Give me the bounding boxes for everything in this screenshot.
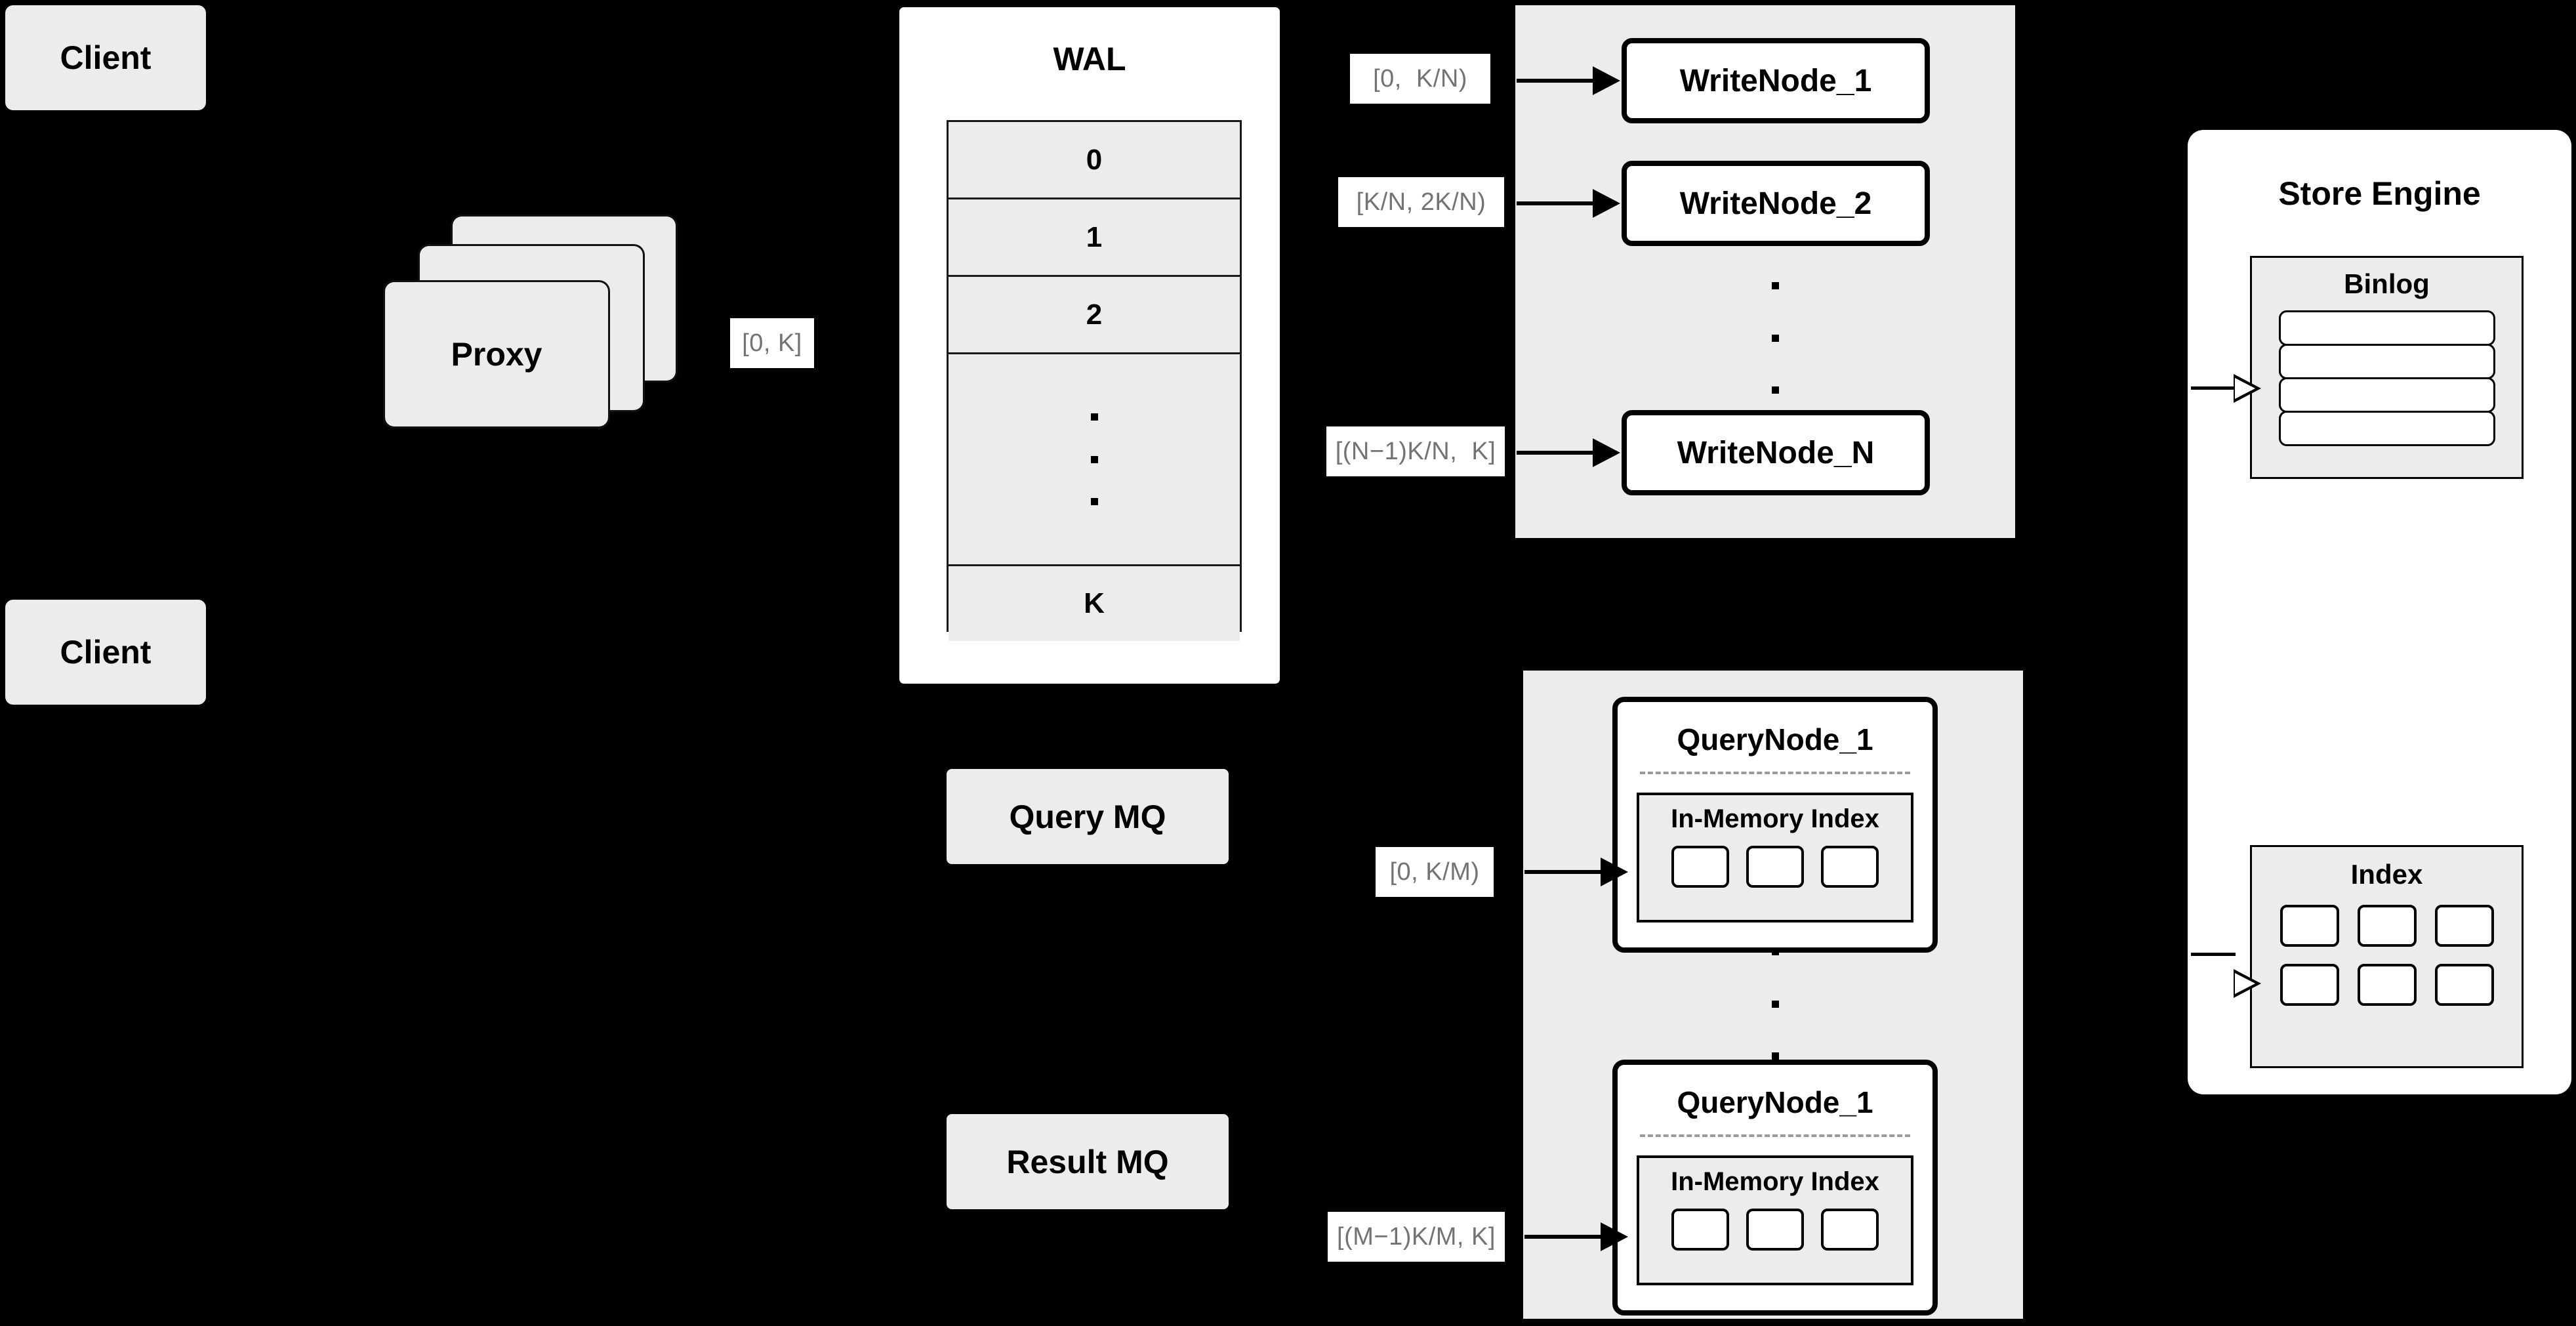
wal-row-label: 0 bbox=[1086, 143, 1103, 176]
index-slot bbox=[2434, 905, 2494, 947]
ellipsis-dot bbox=[1771, 334, 1779, 342]
edge-label-write-node-2-text: [K/N, 2K/N) bbox=[1356, 188, 1486, 216]
arrow-head-to-index bbox=[2234, 969, 2261, 998]
write-node-1[interactable]: WriteNode_1 bbox=[1622, 38, 1930, 123]
binlog-row bbox=[2278, 377, 2495, 413]
wal-title: WAL bbox=[1053, 41, 1126, 77]
arrow-head-to-query-node-m bbox=[1601, 1222, 1628, 1251]
result-mq-label: Result MQ bbox=[1006, 1143, 1169, 1180]
ellipsis-dot bbox=[1771, 948, 1779, 955]
edge-label-write-node-n-text: [(N−1)K/N, K] bbox=[1335, 437, 1496, 465]
ellipsis-dot bbox=[1771, 282, 1779, 289]
edge-label-proxy-to-wal: [0, K] bbox=[730, 318, 814, 368]
index-slot bbox=[2357, 964, 2417, 1006]
wal-panel: WAL 0 1 2 K bbox=[897, 5, 1282, 686]
client-node-1-label: Client bbox=[60, 39, 152, 76]
index-slot bbox=[1821, 846, 1879, 888]
wal-entry-table: 0 1 2 K bbox=[947, 120, 1242, 641]
ellipsis-dot bbox=[1771, 1052, 1779, 1060]
wal-row-label: K bbox=[1084, 587, 1105, 619]
client-node-2-label: Client bbox=[60, 634, 152, 671]
edge-label-write-node-2: [K/N, 2K/N) bbox=[1338, 177, 1504, 227]
index-slot bbox=[1671, 846, 1729, 888]
edge-label-proxy-to-wal-text: [0, K] bbox=[742, 329, 802, 357]
index-title: Index bbox=[2350, 859, 2423, 890]
query-node-1[interactable]: QueryNode_1 In-Memory Index bbox=[1612, 697, 1938, 953]
ellipsis-dot bbox=[1090, 455, 1098, 463]
edge-label-query-node-1-text: [0, K/M) bbox=[1389, 858, 1480, 886]
index-region: Index bbox=[2250, 845, 2524, 1068]
arrow-head-to-query-node-1 bbox=[1601, 858, 1628, 886]
ellipsis-dot bbox=[1771, 1000, 1779, 1008]
index-slot bbox=[2434, 964, 2494, 1006]
wal-row: K bbox=[949, 566, 1240, 641]
write-node-2[interactable]: WriteNode_2 bbox=[1622, 161, 1930, 246]
index-slot bbox=[1671, 1209, 1729, 1251]
wal-row: 0 bbox=[949, 122, 1240, 199]
edge-label-query-node-1: [0, K/M) bbox=[1376, 847, 1494, 897]
query-mq-label: Query MQ bbox=[1009, 798, 1166, 835]
query-mq-node[interactable]: Query MQ bbox=[947, 769, 1229, 864]
in-memory-index-m-title: In-Memory Index bbox=[1671, 1167, 1879, 1196]
arrow-head-to-write-node-1 bbox=[1593, 66, 1620, 95]
query-cluster-ellipsis bbox=[1768, 948, 1782, 1060]
query-node-m-title: QueryNode_1 bbox=[1677, 1085, 1873, 1119]
query-node-m-separator bbox=[1639, 1134, 1911, 1137]
index-slot bbox=[1746, 846, 1804, 888]
ellipsis-dot bbox=[1090, 413, 1098, 421]
arrow-line-to-query-node-1 bbox=[1524, 870, 1602, 874]
arrow-head-to-write-node-2 bbox=[1593, 189, 1620, 218]
write-node-1-label: WriteNode_1 bbox=[1679, 63, 1872, 98]
ellipsis-dot bbox=[1771, 386, 1779, 394]
edge-label-query-node-m-text: [(M−1)K/M, K] bbox=[1337, 1222, 1496, 1251]
index-slot bbox=[1821, 1209, 1879, 1251]
index-slot bbox=[2280, 905, 2339, 947]
in-memory-index-m: In-Memory Index bbox=[1637, 1155, 1913, 1285]
store-engine-panel: Store Engine Binlog Index bbox=[2188, 130, 2571, 1094]
edge-label-query-node-m: [(M−1)K/M, K] bbox=[1328, 1212, 1505, 1262]
proxy-node[interactable]: Proxy bbox=[385, 282, 608, 426]
binlog-region: Binlog bbox=[2250, 256, 2524, 479]
wal-row: 2 bbox=[949, 277, 1240, 354]
arrow-head-to-binlog bbox=[2234, 374, 2261, 403]
result-mq-node[interactable]: Result MQ bbox=[947, 1114, 1229, 1209]
write-node-n-label: WriteNode_N bbox=[1677, 435, 1875, 470]
proxy-node-label: Proxy bbox=[451, 336, 542, 373]
arrow-line-to-index bbox=[2191, 953, 2236, 956]
wal-row-label: 1 bbox=[1086, 220, 1103, 253]
arrow-line-to-binlog bbox=[2191, 386, 2236, 390]
client-node-2[interactable]: Client bbox=[5, 600, 206, 705]
binlog-title: Binlog bbox=[2344, 268, 2430, 299]
arrow-line-to-write-node-2 bbox=[1517, 201, 1594, 205]
binlog-row bbox=[2278, 344, 2495, 379]
edge-label-write-node-1: [0, K/N) bbox=[1350, 54, 1490, 104]
ellipsis-dot bbox=[1090, 498, 1098, 505]
edge-label-write-node-n: [(N−1)K/N, K] bbox=[1326, 426, 1505, 476]
wal-row-ellipsis bbox=[949, 354, 1240, 566]
write-node-2-label: WriteNode_2 bbox=[1679, 186, 1872, 221]
query-node-1-title: QueryNode_1 bbox=[1677, 722, 1873, 756]
binlog-row bbox=[2278, 411, 2495, 446]
client-node-1[interactable]: Client bbox=[5, 5, 206, 110]
query-node-1-separator bbox=[1639, 772, 1911, 774]
edge-label-write-node-1-text: [0, K/N) bbox=[1373, 64, 1467, 93]
arrow-head-to-write-node-n bbox=[1593, 438, 1620, 467]
wal-row-label: 2 bbox=[1086, 298, 1103, 331]
write-node-n[interactable]: WriteNode_N bbox=[1622, 410, 1930, 495]
in-memory-index-1: In-Memory Index bbox=[1637, 793, 1913, 922]
arrow-line-to-query-node-m bbox=[1524, 1235, 1602, 1239]
store-engine-title: Store Engine bbox=[2278, 175, 2481, 212]
in-memory-index-1-title: In-Memory Index bbox=[1671, 804, 1879, 833]
index-slot bbox=[1746, 1209, 1804, 1251]
index-slot bbox=[2280, 964, 2339, 1006]
query-node-m[interactable]: QueryNode_1 In-Memory Index bbox=[1612, 1060, 1938, 1316]
arrow-line-to-write-node-n bbox=[1517, 451, 1594, 455]
arrow-line-to-write-node-1 bbox=[1517, 79, 1594, 83]
wal-row: 1 bbox=[949, 199, 1240, 277]
binlog-row bbox=[2278, 310, 2495, 346]
index-slot bbox=[2357, 905, 2417, 947]
write-cluster-ellipsis bbox=[1768, 282, 1782, 394]
